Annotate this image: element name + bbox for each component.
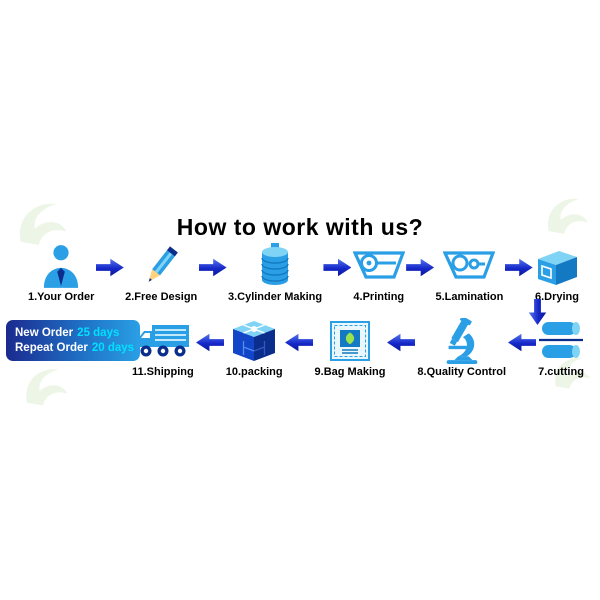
pencil-icon — [139, 243, 183, 289]
step-label: 2.Free Design — [125, 291, 198, 303]
printing-roller-icon — [352, 243, 405, 289]
flow-arrow-right-icon — [504, 258, 533, 277]
step-shipping: 11.Shipping — [132, 318, 194, 378]
flow-arrow-right-icon — [95, 258, 124, 277]
flow-arrow-left-icon — [285, 333, 313, 352]
lamination-roller-icon — [443, 243, 496, 289]
step-quality-control: 8.Quality Control — [417, 318, 506, 378]
truck-icon — [135, 318, 191, 364]
packing-cube-icon — [231, 318, 277, 364]
cylinder-icon — [258, 243, 292, 289]
leaf-watermark — [547, 198, 588, 234]
flow-arrow-right-icon — [406, 258, 435, 277]
step-lamination: 5.Lamination — [435, 243, 503, 303]
bag-icon — [329, 318, 371, 364]
step-cutting: 7.cutting — [538, 318, 584, 378]
step-printing: 4.Printing — [352, 243, 405, 303]
step-label: 1.Your Order — [28, 291, 95, 303]
repeat-order-days: 20 days — [91, 342, 135, 354]
step-label: 7.cutting — [538, 366, 584, 378]
flow-arrow-left-icon — [508, 333, 536, 352]
step-bag-making: 9.Bag Making — [314, 318, 386, 378]
step-label: 3.Cylinder Making — [227, 291, 323, 303]
step-your-order: 1.Your Order — [28, 243, 94, 303]
new-order-days: 25 days — [77, 327, 120, 339]
step-cylinder-making: 3.Cylinder Making — [228, 243, 322, 303]
step-drying: 6.Drying — [534, 243, 580, 303]
step-label: 5.Lamination — [435, 291, 504, 303]
step-label: 4.Printing — [353, 291, 405, 303]
cutting-rollers-icon — [538, 318, 584, 364]
microscope-icon — [442, 318, 482, 364]
step-packing: 10.packing — [226, 318, 283, 378]
leaf-watermark — [555, 357, 591, 389]
leaf-watermark — [26, 369, 68, 406]
new-order-label: New Order — [15, 327, 74, 339]
flow-arrow-left-icon — [387, 333, 415, 352]
step-label: 11.Shipping — [132, 366, 194, 378]
step-label: 8.Quality Control — [417, 366, 507, 378]
flow-arrow-right-icon — [198, 258, 227, 277]
flow-arrow-left-icon — [196, 333, 224, 352]
repeat-order-label: Repeat Order — [15, 342, 88, 354]
drying-box-icon — [534, 243, 580, 289]
step-label: 6.Drying — [534, 291, 579, 303]
leaf-watermark — [19, 203, 67, 245]
page-title: How to work with us? — [176, 214, 424, 240]
step-free-design: 2.Free Design — [125, 243, 197, 303]
flow-arrow-right-icon — [323, 258, 352, 277]
person-icon — [42, 243, 80, 289]
flow-row-bottom: 11.Shipping 10.packing — [132, 318, 584, 378]
step-label: 9.Bag Making — [314, 366, 386, 378]
step-label: 10.packing — [225, 366, 283, 378]
flow-row-top: 1.Your Order 2.Free Design — [28, 243, 580, 303]
